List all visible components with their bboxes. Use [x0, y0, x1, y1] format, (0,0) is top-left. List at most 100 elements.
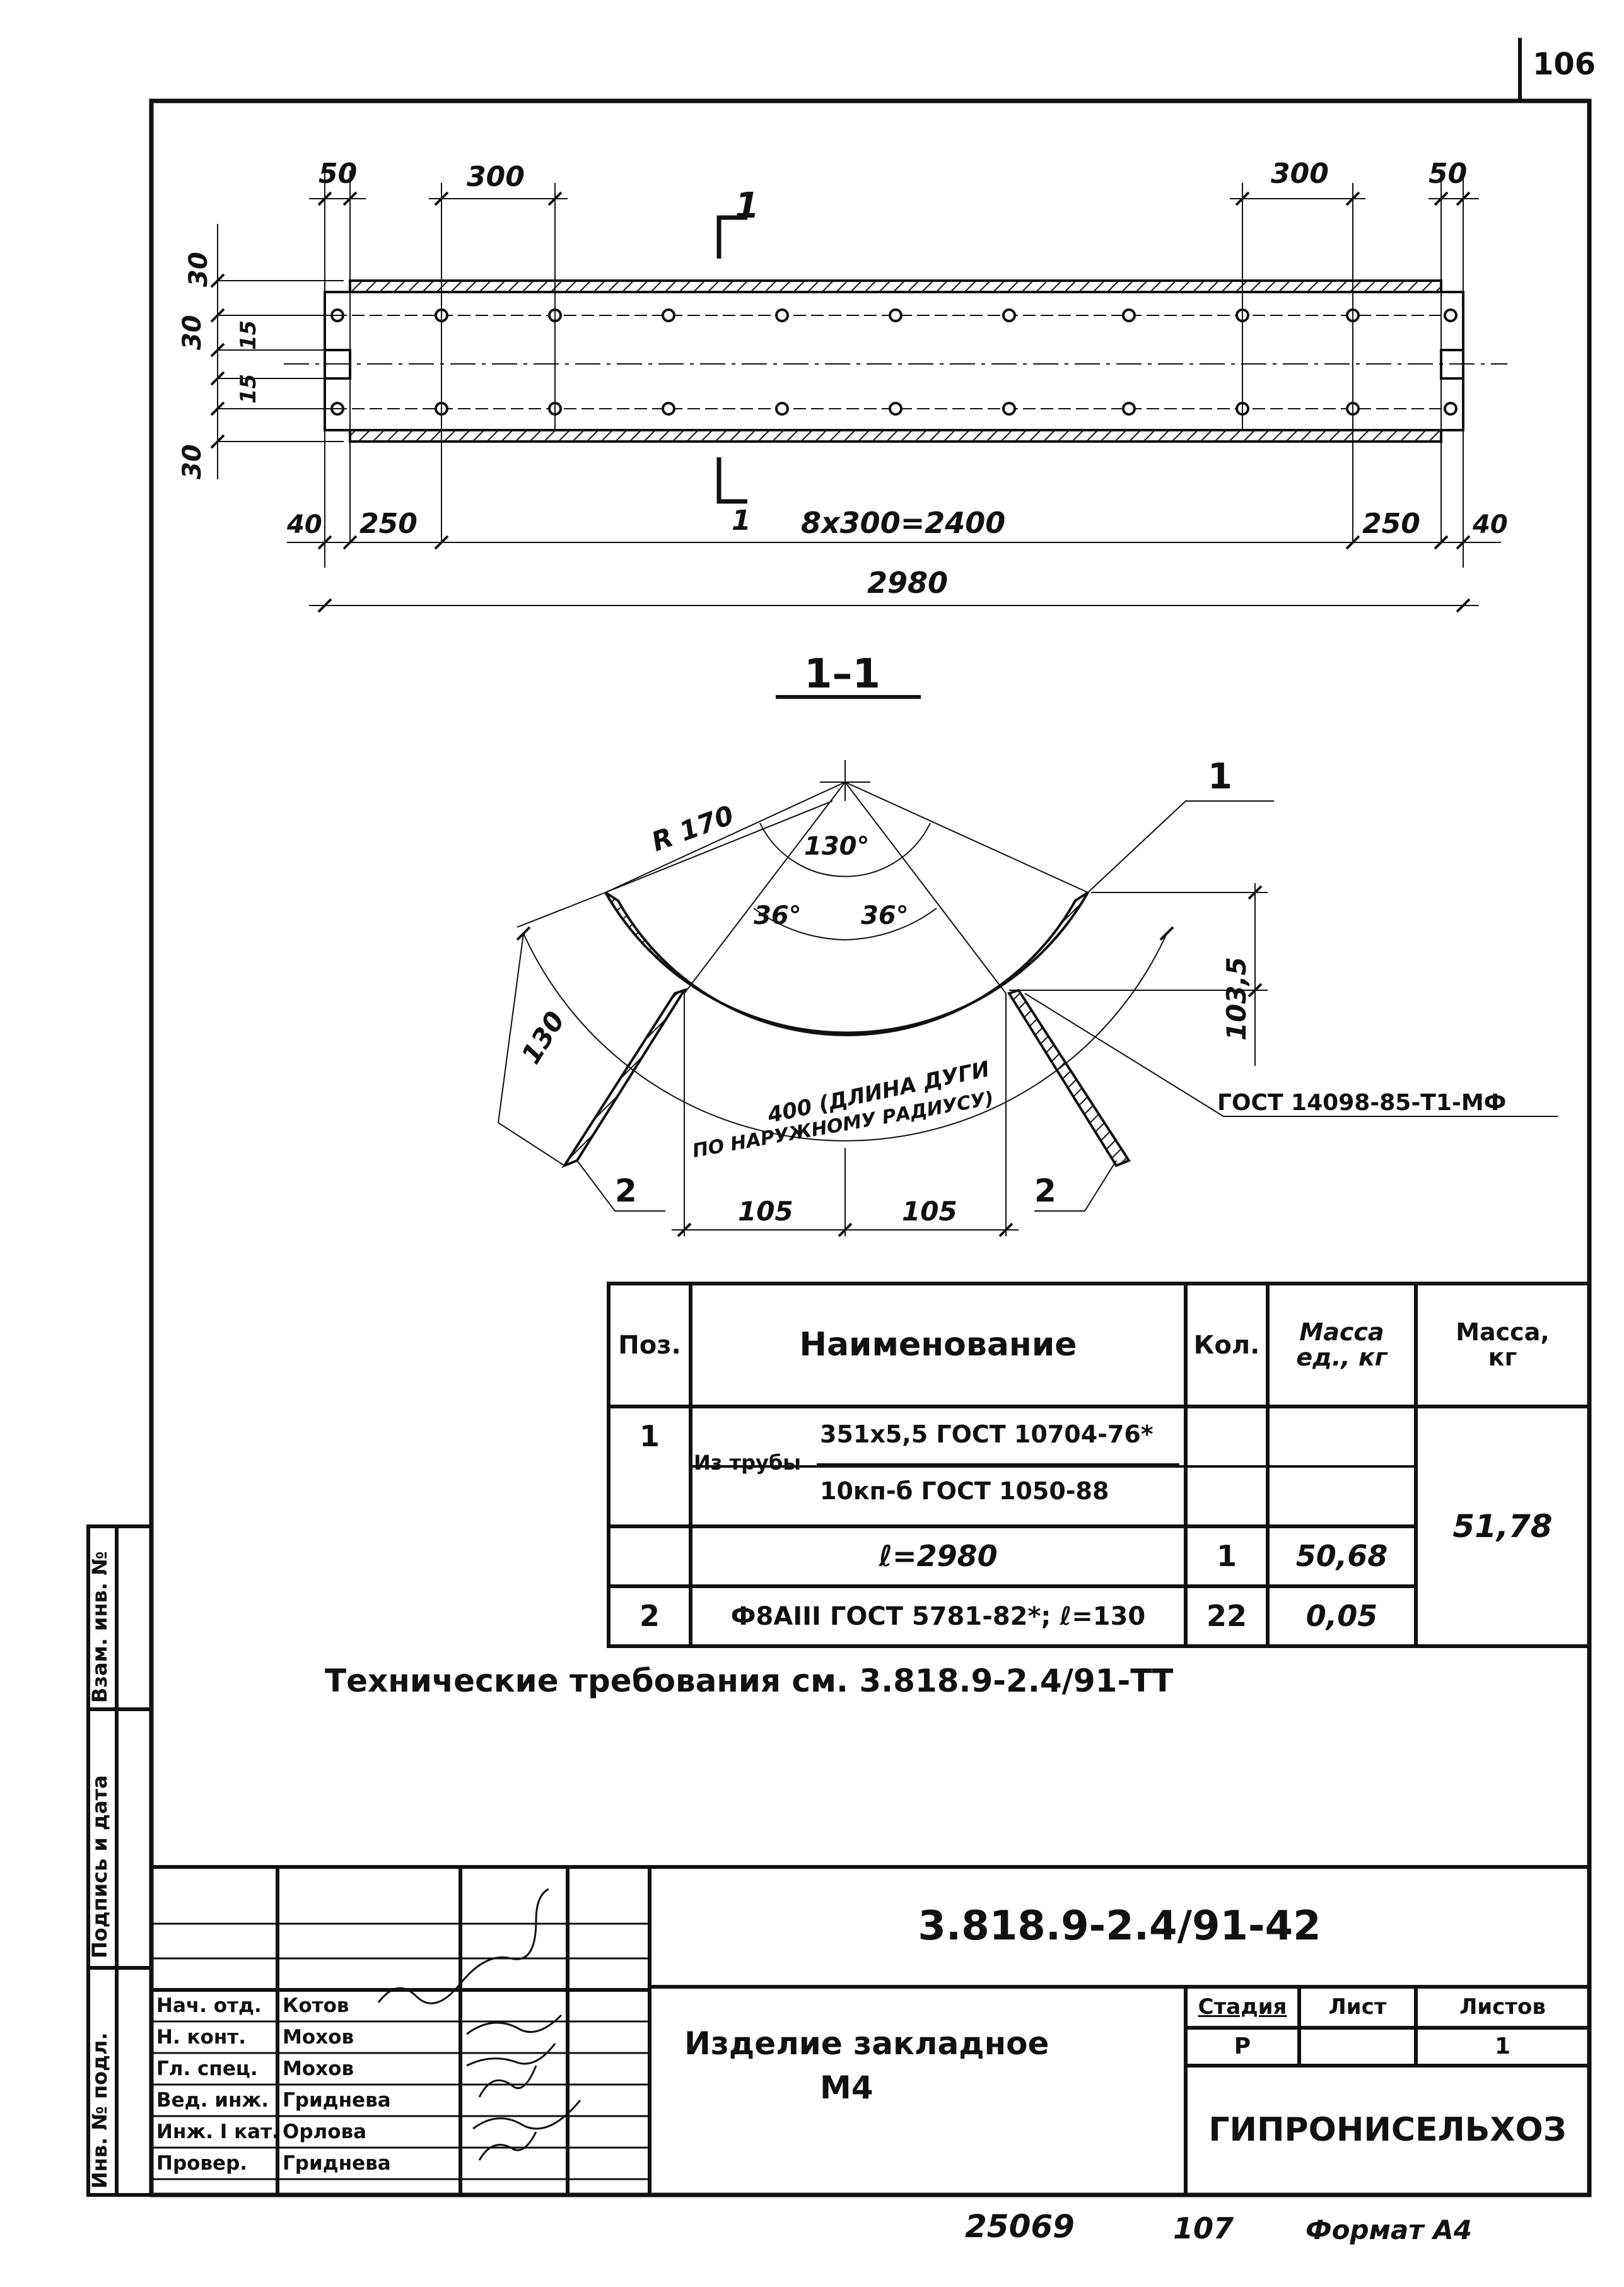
row2-pos: 2 [639, 1599, 660, 1634]
section-view [498, 760, 1558, 1237]
staff-name: Гриднева [283, 2089, 391, 2112]
rebar-length-label: 130 [515, 1006, 571, 1069]
spec-table-grid [607, 1282, 1591, 1648]
stamp-inv-subst: Взам. инв. № [88, 1551, 112, 1703]
product-name-line1: Изделие закладное [684, 2025, 1049, 2062]
pos-2-right-label: 2 [1034, 1173, 1056, 1209]
row1-fraction-bar [817, 1463, 1179, 1466]
height-label: 103,5 [1221, 957, 1252, 1041]
pos-2-left-label: 2 [615, 1173, 637, 1209]
row1-pos: 1 [639, 1419, 660, 1454]
dim-left-30-top: 30 [184, 252, 213, 287]
doc-code: 3.818.9-2.4/91-42 [918, 1903, 1321, 1950]
plate-bottom-edge [349, 429, 1442, 443]
rebar-studs [330, 308, 1458, 416]
header-pos: Поз. [618, 1330, 681, 1360]
angle-left-label: 36° [754, 901, 802, 930]
footer-archive-no: 25069 [965, 2208, 1075, 2245]
sheet-value [1299, 2028, 1416, 2066]
radius-label: R 170 [648, 799, 738, 857]
footer-page: 107 [1173, 2211, 1234, 2245]
dim-top-50-right: 50 [1428, 158, 1467, 190]
dim-left-30-bottom: 30 [178, 444, 207, 479]
footer-format: Формат А4 [1306, 2214, 1472, 2245]
stud-marker [1122, 402, 1136, 416]
header-qty: Кол. [1193, 1330, 1260, 1360]
row1-qty: 1 [1216, 1539, 1237, 1574]
sheets-label: Листов [1459, 1994, 1546, 2020]
staff-role: Вед. инж. [156, 2089, 269, 2112]
stud-marker [889, 308, 903, 322]
row1-numerator: 351х5,5 ГОСТ 10704-76* [820, 1420, 1154, 1448]
tech-requirements: Технические требования см. 3.818.9-2.4/9… [325, 1663, 1174, 1699]
section-mark-bottom: 1 [732, 505, 751, 537]
sheet-label: Лист [1328, 1994, 1387, 2020]
title-block-grid [151, 1865, 1589, 2195]
row1-mass-unit: 50,68 [1295, 1539, 1388, 1574]
dim-bottom-40-right: 40 [1472, 510, 1508, 539]
row2-qty: 22 [1206, 1599, 1247, 1634]
section-cut-marks [716, 215, 747, 504]
rebar-right [1007, 988, 1131, 1167]
stage-value: Р [1234, 2033, 1251, 2060]
stud-marker [775, 402, 789, 416]
stud-marker [1002, 308, 1016, 322]
header-mass-unit-line1: Масса [1299, 1318, 1384, 1346]
staff-name: Котов [283, 1994, 349, 2017]
staff-role: Н. конт. [156, 2026, 247, 2049]
pos-1-label: 1 [1208, 756, 1232, 797]
dim-left-30-mid: 30 [178, 315, 207, 350]
stud-marker [1444, 402, 1458, 416]
stud-marker [775, 308, 789, 322]
dim-top-300-right: 300 [1271, 158, 1329, 190]
plan-extension-lines [217, 170, 1501, 606]
row2-name: Ф8АIII ГОСТ 5781-82*; ℓ=130 [730, 1601, 1146, 1631]
dim-top-300-left: 300 [467, 161, 525, 193]
header-name: Наименование [799, 1326, 1077, 1364]
dim-left-15-bottom: 15 [236, 374, 261, 404]
weld-note: ГОСТ 14098-85-Т1-МФ [1217, 1090, 1506, 1116]
staff-name: Орлова [283, 2120, 367, 2143]
angle-total-label: 130° [804, 832, 870, 861]
header-mass-total: Масса, кг [1416, 1284, 1589, 1407]
dim-bottom-40-left: 40 [286, 510, 322, 539]
stamp-sign-date: Подпись и дата [88, 1775, 112, 1958]
title-block-rows [151, 1922, 650, 2180]
rebar-left [561, 988, 687, 1169]
header-mass-unit: Масса ед., кг [1268, 1284, 1416, 1407]
header-mass-total-line2: кг [1488, 1343, 1517, 1371]
mass-total: 51,78 [1452, 1507, 1553, 1545]
row1-prefix: Из трубы [694, 1451, 802, 1475]
section-mark-top: 1 [735, 185, 759, 226]
header-mass-unit-line2: ед., кг [1296, 1343, 1387, 1371]
stud-marker [662, 308, 675, 322]
stud-marker [1444, 308, 1458, 322]
row1-denominator: 10кп-б ГОСТ 1050-88 [820, 1477, 1109, 1505]
dim-bottom-2400: 8х300=2400 [801, 506, 1005, 540]
staff-role: Провер. [156, 2152, 248, 2175]
page-number: 106 [1533, 47, 1596, 82]
header-mass-total-line1: Масса, [1456, 1318, 1550, 1346]
dim-overall-2980: 2980 [867, 566, 948, 600]
dim-105-right: 105 [902, 1196, 957, 1227]
staff-role: Инж. I кат. [156, 2120, 279, 2143]
drawing-frame [149, 98, 1592, 2197]
dim-bottom-250-right: 250 [1362, 508, 1420, 540]
stud-marker [1122, 308, 1136, 322]
dim-top-50-left: 50 [318, 158, 357, 190]
plate-top-edge [349, 279, 1442, 293]
product-name-line2: М4 [820, 2069, 873, 2106]
staff-role: Гл. спец. [156, 2057, 258, 2080]
row1-length: ℓ=2980 [879, 1539, 998, 1574]
side-stamp-grid [86, 1524, 153, 2197]
dim-bottom-250-left: 250 [359, 508, 418, 540]
dimension-ticks [210, 191, 1471, 613]
stud-marker [889, 402, 903, 416]
stud-marker [662, 402, 675, 416]
signatures [377, 1888, 581, 2161]
row2-mass-unit: 0,05 [1306, 1599, 1378, 1634]
staff-name: Мохов [283, 2026, 354, 2049]
section-title: 1–1 [804, 651, 880, 698]
staff-name: Гриднева [283, 2152, 391, 2175]
